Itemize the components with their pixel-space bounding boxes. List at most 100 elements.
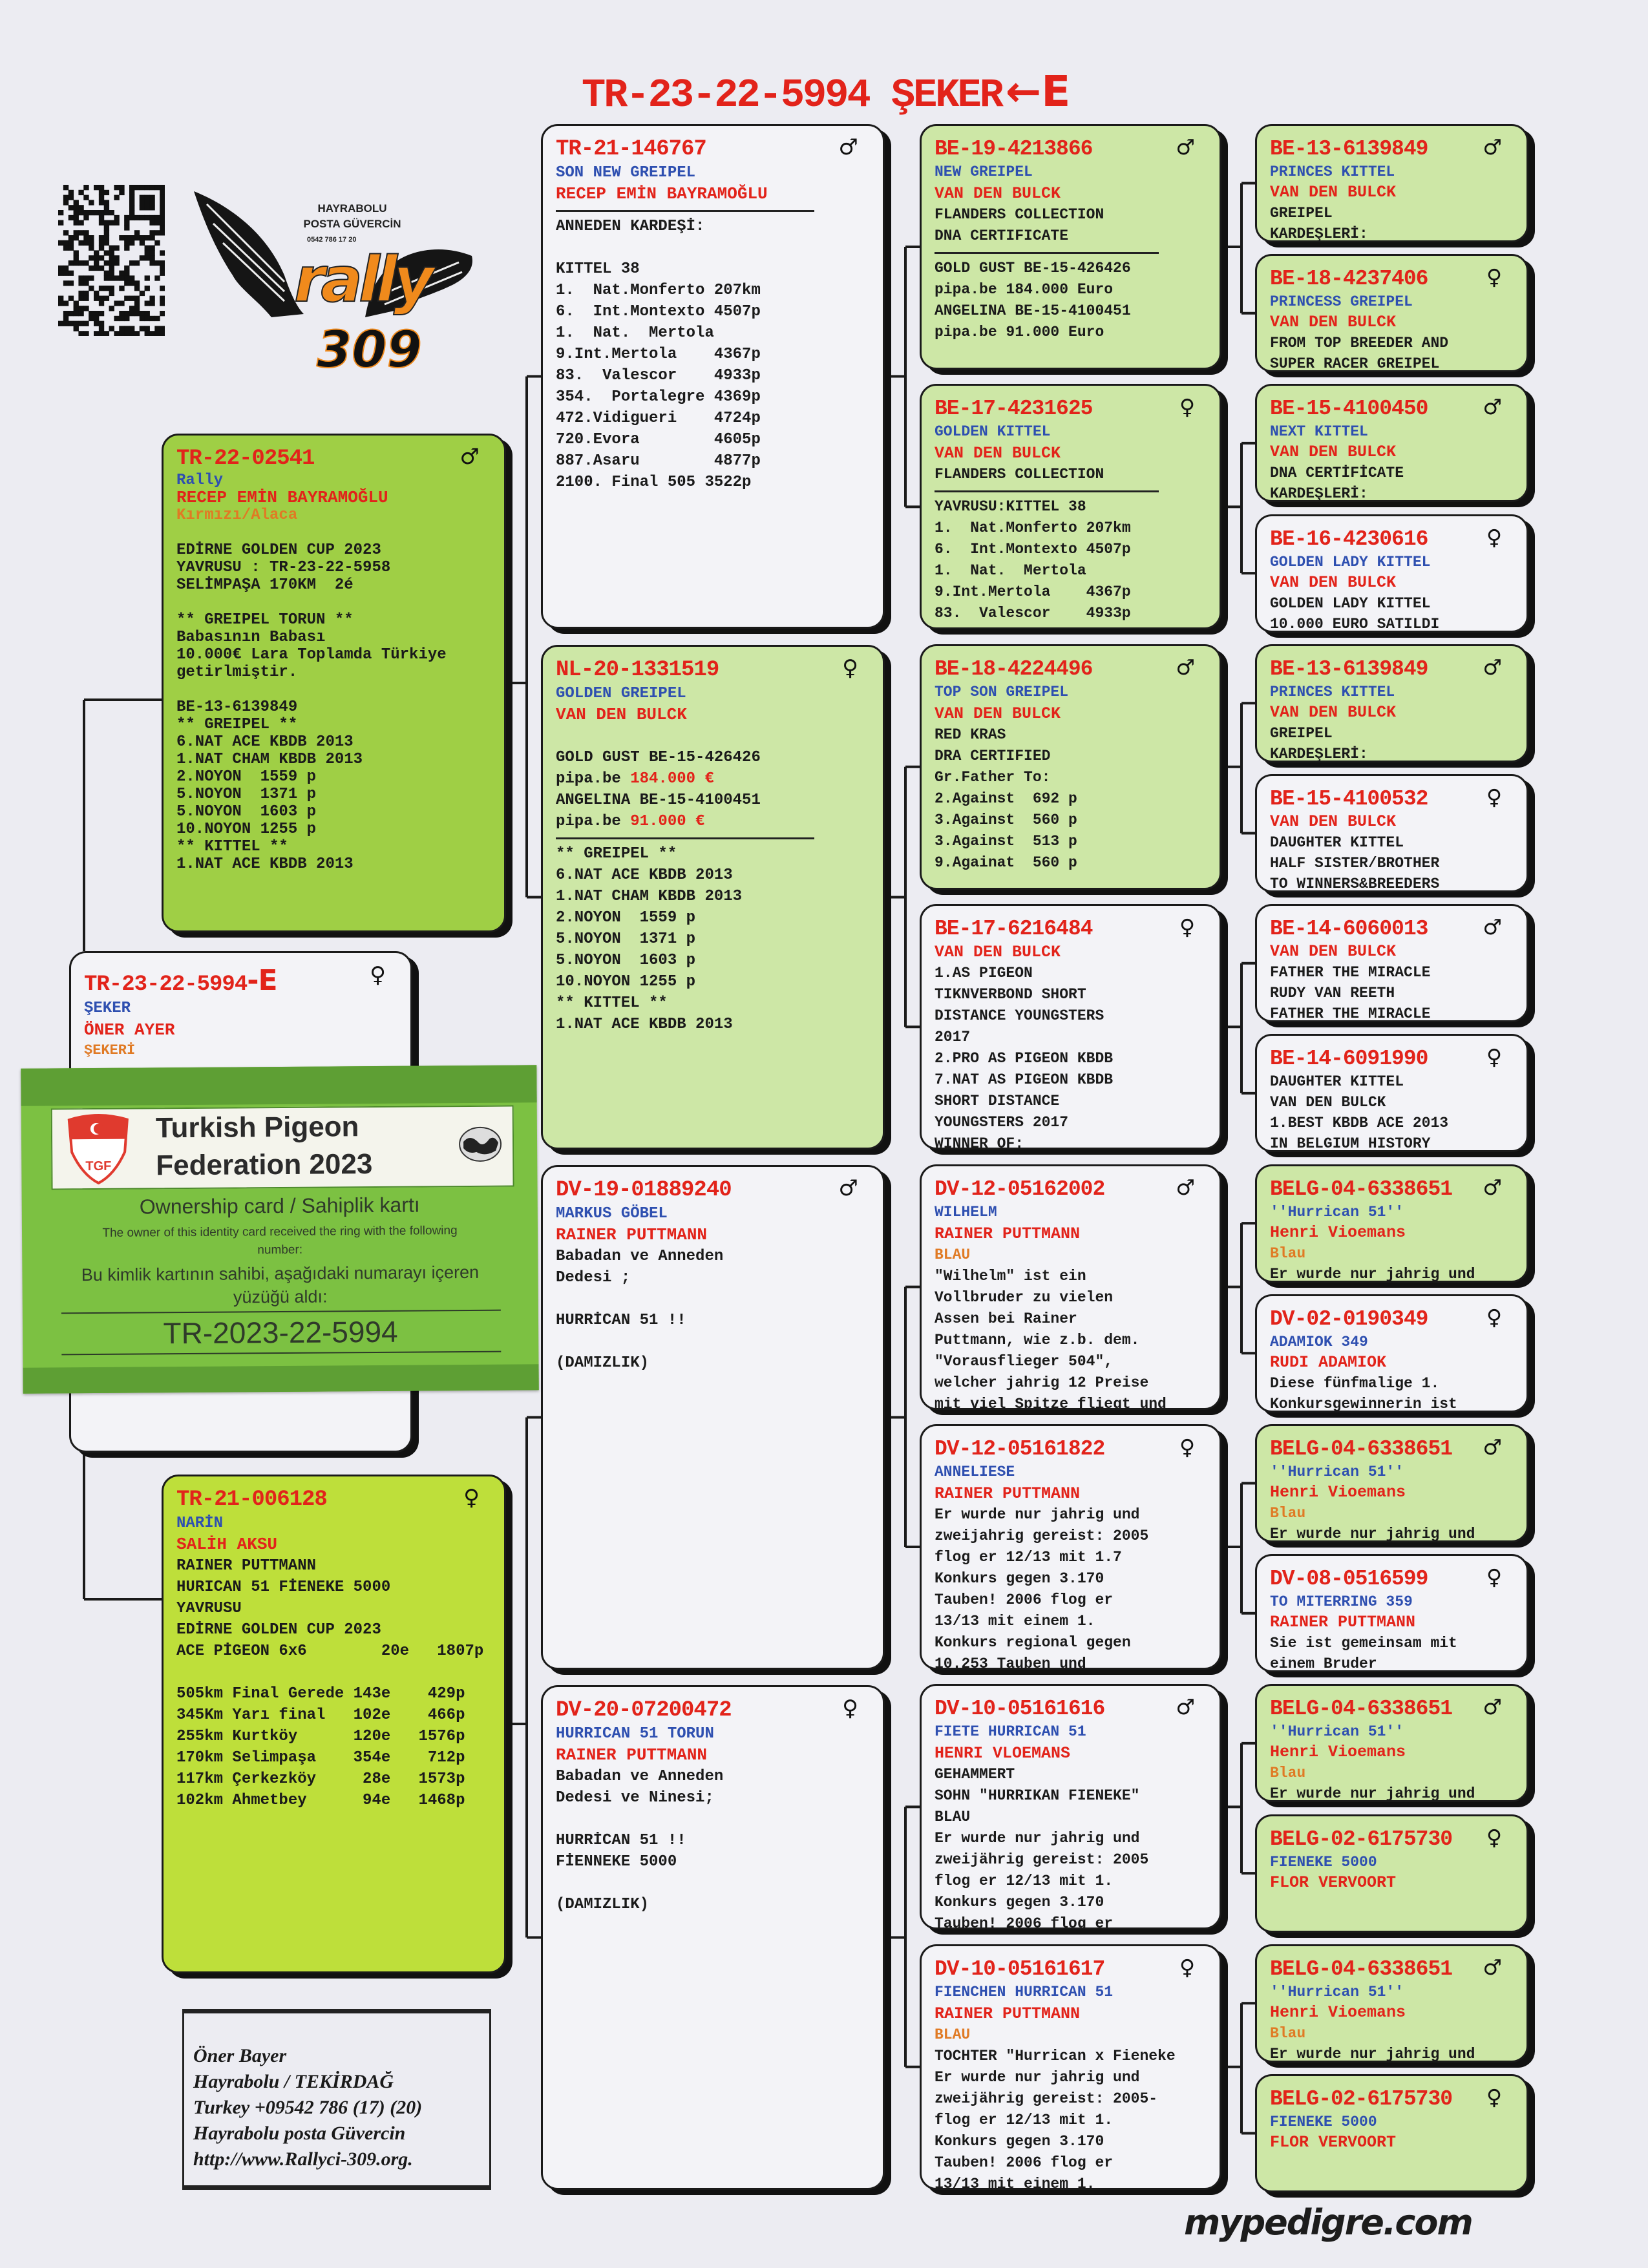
male-icon: ♂ <box>1483 1174 1502 1200</box>
info-line: FROM TOP BREEDER AND <box>1270 335 1449 352</box>
info-line: Er wurde nur jahrig und <box>1270 1265 1475 1283</box>
owner-name: FLOR VERVOORT <box>1270 1873 1397 1892</box>
pigeon-name: NEXT KITTEL <box>1270 423 1368 441</box>
pedigree-box-gen4[interactable]: BELG-04-6338651♂''Hurrican 51''Henri Vio… <box>1255 1164 1528 1283</box>
info-line: 170km Selimpaşa 354e 712p <box>176 1749 465 1767</box>
qr-code[interactable] <box>58 185 165 336</box>
ring-number: BE-15-4100532 <box>1270 787 1428 811</box>
female-icon: ♀ <box>1486 784 1502 810</box>
info-line: 6.NAT ACE KBDB 2013 <box>176 733 354 751</box>
female-icon: ♀ <box>1179 394 1195 420</box>
ring-number: BE-15-4100450 <box>1270 397 1428 421</box>
info-line: zweijährig gereist: 2005 <box>935 1851 1149 1869</box>
ring-number: DV-19-01889240 <box>556 1178 732 1202</box>
info-line: KARDEŞLERİ: <box>1270 745 1368 762</box>
info-line: Babadan ve Anneden <box>556 1248 724 1265</box>
info-line: Er wurde nur jahrig und <box>1270 1785 1475 1803</box>
info-line: FLANDERS COLLECTION <box>935 466 1104 483</box>
info-line: 3.Against 513 p <box>935 832 1077 850</box>
info-line: EDİRNE GOLDEN CUP 2023 <box>176 1621 381 1639</box>
separator-rule <box>556 210 815 212</box>
info-line: Babasının Babası <box>176 629 326 646</box>
info-line: 10.000€ Lara Toplamda Türkiye <box>176 646 447 664</box>
female-icon: ♀ <box>1486 1304 1502 1330</box>
handwritten-mark: ←E <box>1005 67 1071 116</box>
pedigree-box-gen4[interactable]: BELG-04-6338651♂''Hurrican 51''Henri Vio… <box>1255 1684 1528 1803</box>
info-line: VAN DEN BULCK <box>1270 1094 1386 1111</box>
pedigree-box-gen4[interactable]: BELG-04-6338651♂''Hurrican 51''Henri Vio… <box>1255 1944 1528 2063</box>
info-line: 1.AS PIGEON <box>935 965 1033 982</box>
card-title: Turkish Pigeon <box>155 1111 359 1144</box>
info-line: 102km Ahmetbey 94e 1468p <box>176 1792 465 1809</box>
info-line: "Vorausflieger 504", <box>935 1352 1114 1370</box>
info-line: Tauben! 2006 flog er <box>935 1591 1114 1608</box>
info-line: WINNER OF: <box>935 1135 1024 1150</box>
info-line: 5.NOYON 1371 p <box>556 930 696 948</box>
info-line: ** GREIPEL ** <box>556 845 677 863</box>
info-line: BLAU <box>935 1809 971 1826</box>
owner-name: VAN DEN BULCK <box>935 184 1061 203</box>
owner-name: Henri Vioemans <box>1270 2002 1406 2022</box>
ring-number: DV-12-05162002 <box>935 1177 1105 1201</box>
separator-rule <box>935 252 1159 254</box>
tgf-emblem-text: TGF <box>85 1159 111 1173</box>
breeder-website-link[interactable]: http://www.Rallyci-309.org. <box>193 2148 413 2170</box>
pigeon-name: ''Hurrican 51'' <box>1270 1203 1404 1221</box>
ownership-card: TGF Turkish Pigeon Federation 2023 Owner… <box>21 1065 539 1394</box>
card-turkish-text: yüzüğü aldı: <box>233 1286 328 1307</box>
ring-number: TR-22-02541 <box>176 446 315 471</box>
info-line: Tauben! 2006 flog er <box>935 2154 1114 2171</box>
ring-number: BELG-02-6175730 <box>1270 2087 1453 2111</box>
male-icon: ♂ <box>1483 914 1502 940</box>
info-line: IN BELGIUM HISTORY <box>1270 1135 1431 1153</box>
info-line: SELİMPAŞA 170KM 2é <box>176 576 354 594</box>
ring-number: BELG-04-6338651 <box>1270 1437 1453 1461</box>
info-line: DAUGHTER KITTEL <box>1270 1073 1404 1091</box>
info-line: 1.NAT ACE KBDB 2013 <box>176 856 354 873</box>
pedigree-box-gen4[interactable]: BELG-04-6338651♂''Hurrican 51''Henri Vio… <box>1255 1424 1528 1542</box>
owner-name: VAN DEN BULCK <box>1270 572 1397 592</box>
left-wing-icon <box>194 191 304 317</box>
owner-name: VAN DEN BULCK <box>935 444 1061 463</box>
ring-number: BE-14-6091990 <box>1270 1047 1428 1071</box>
info-line: RED KRAS <box>935 726 1006 743</box>
info-line: 472.Vidigueri 4724p <box>556 410 761 427</box>
owner-name: VAN DEN BULCK <box>935 943 1061 962</box>
pigeon-name: PRINCES KITTEL <box>1270 163 1395 180</box>
ring-number: DV-02-0190349 <box>1270 1307 1428 1331</box>
ring-number: TR-21-146767 <box>556 137 707 162</box>
ring-number: BELG-02-6175730 <box>1270 1827 1453 1851</box>
ring-number: DV-10-05161617 <box>935 1957 1105 1981</box>
info-line: 10.000 EURO SATILDI <box>1270 615 1440 633</box>
male-icon: ♂ <box>1483 394 1502 420</box>
owner-name: VAN DEN BULCK <box>1270 812 1397 831</box>
info-line: 1.NAT ACE KBDB 2013 <box>556 1016 733 1033</box>
info-line: GOLD GUST BE-15-426426 <box>935 260 1131 277</box>
